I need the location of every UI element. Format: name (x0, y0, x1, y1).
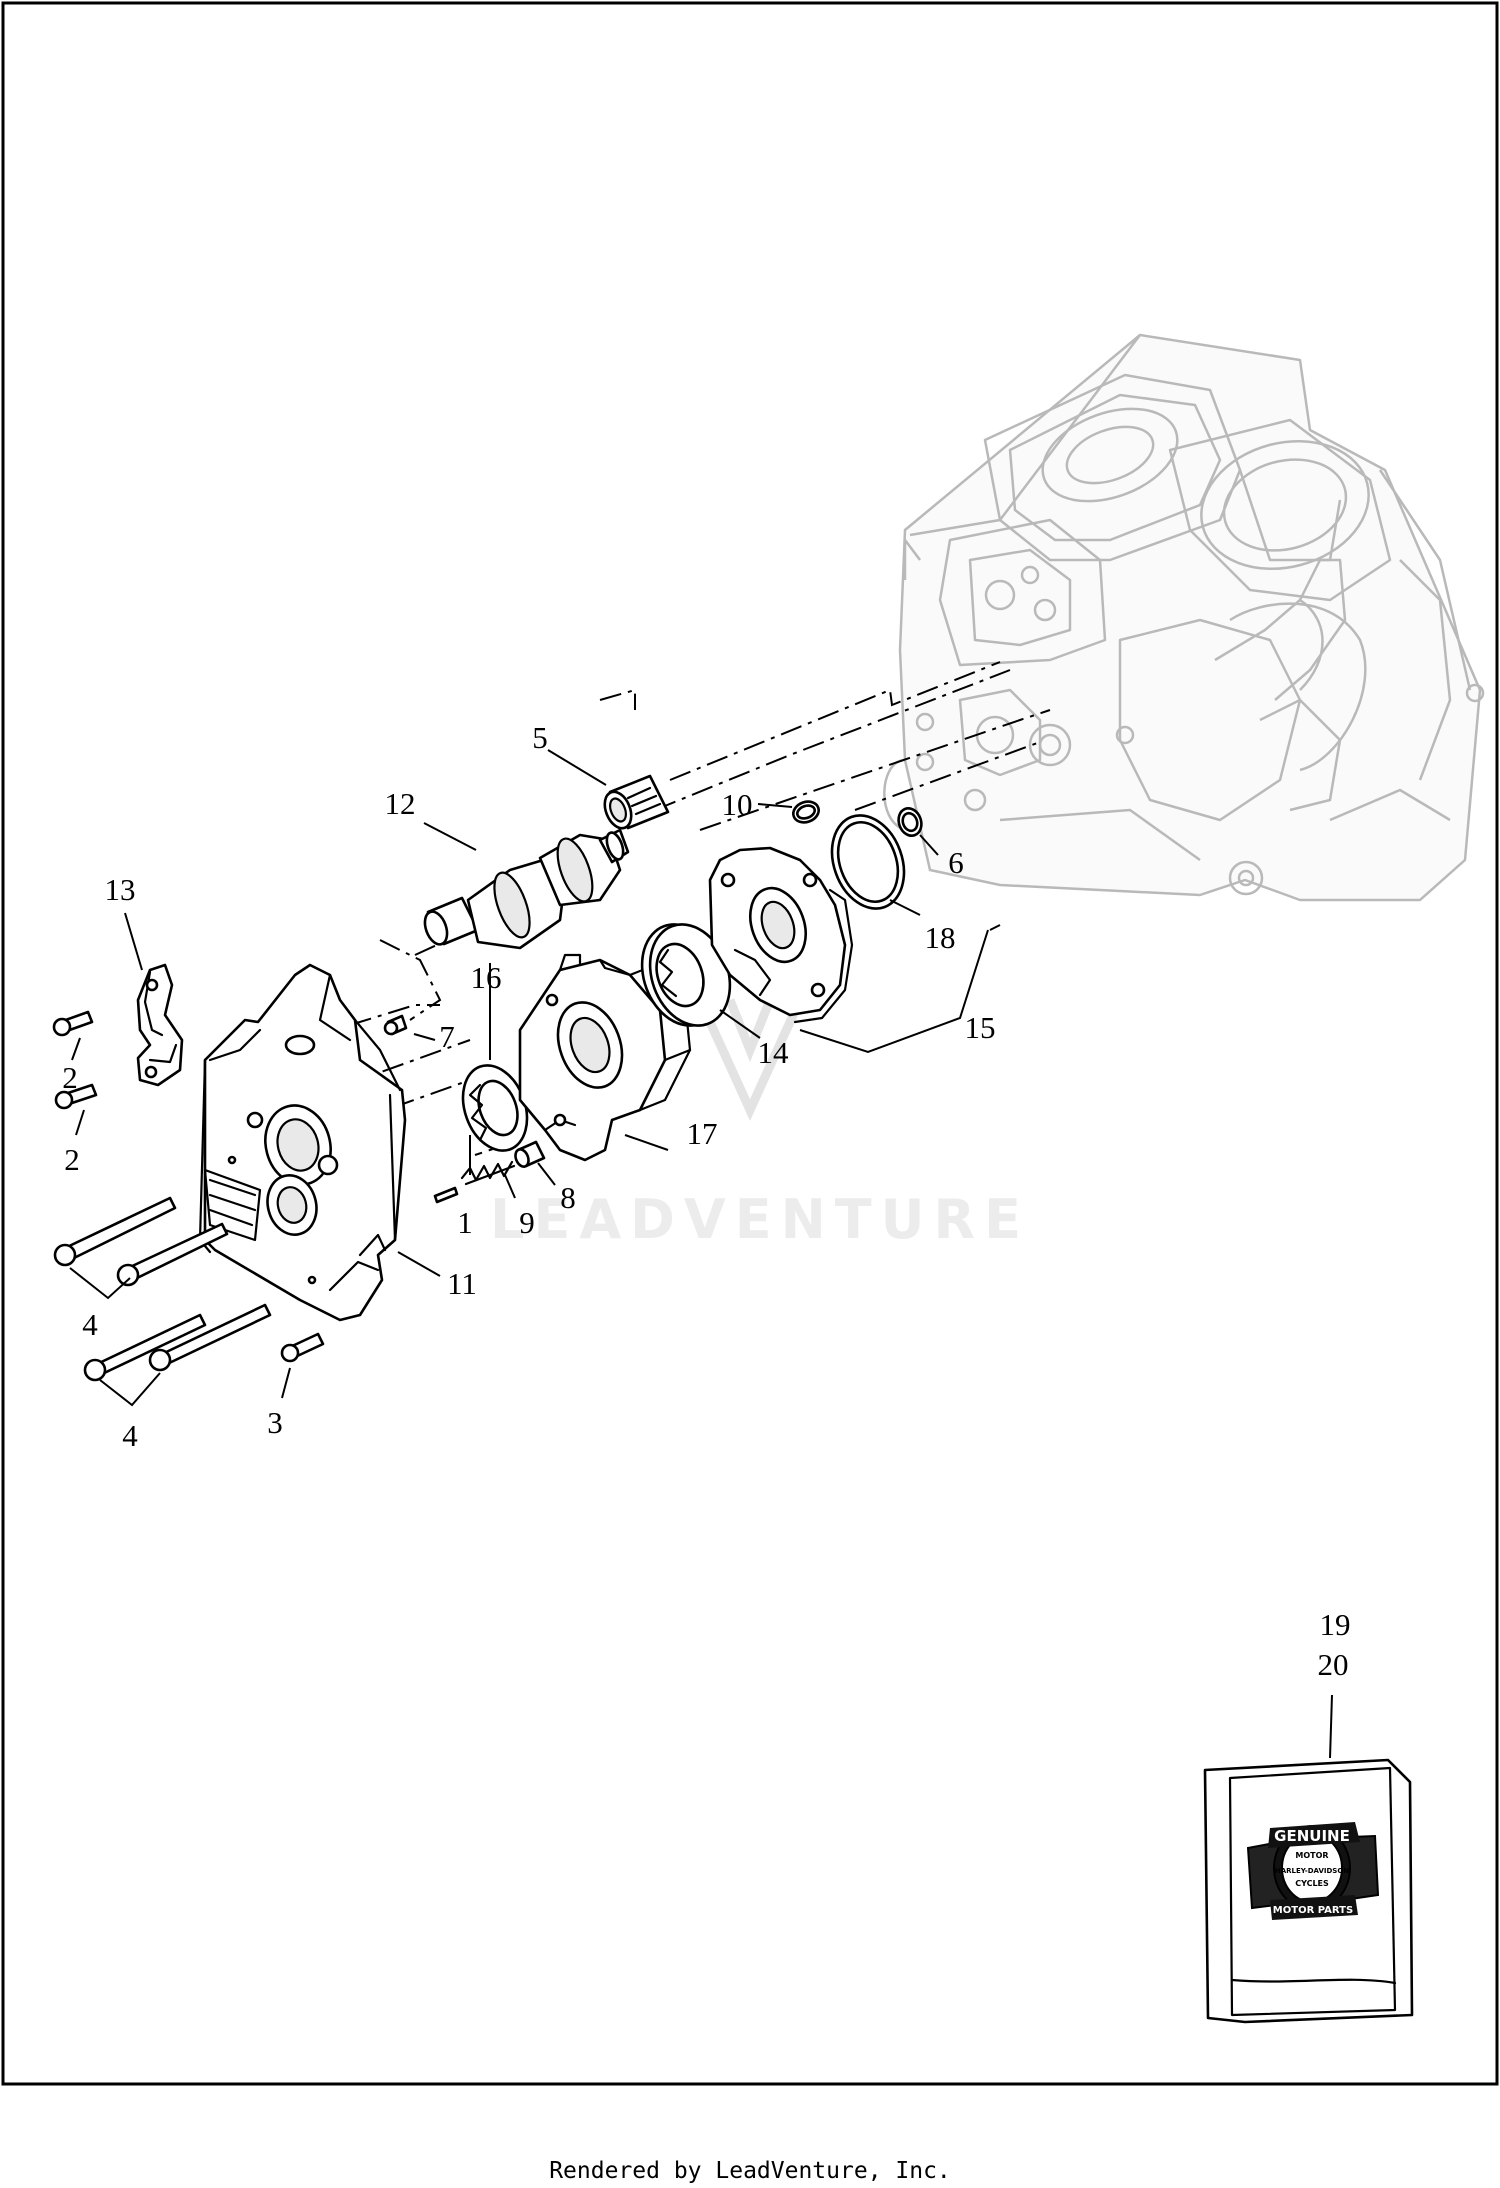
callout-10: 10 (722, 787, 753, 822)
callout-7: 7 (439, 1019, 455, 1054)
callout-3: 3 (267, 1405, 283, 1440)
part-13-bracket (136, 963, 184, 1087)
harley-davidson-logo: GENUINE MOTOR HARLEY-DAVIDSON CYCLES MOT… (1246, 1822, 1380, 1920)
callout-4: 4 (82, 1307, 98, 1342)
diagram-frame (1, 1, 1499, 2086)
part-11-cam-plate (198, 963, 407, 1322)
leader-lines (69, 749, 1333, 1759)
part-5-bearing (603, 774, 670, 830)
callout-12: 12 (385, 786, 416, 821)
part-14-gerotor-outer (640, 923, 732, 1027)
callout-9: 9 (519, 1205, 535, 1240)
part-3-screw (280, 1332, 325, 1363)
logo-harley-davidson: HARLEY-DAVIDSON (1275, 1867, 1349, 1875)
callout-labels: 1 2 2 3 4 4 5 6 7 8 9 10 11 12 13 14 15 … (62, 720, 1350, 1682)
logo-motor-parts: MOTOR PARTS (1273, 1905, 1353, 1916)
callout-20: 20 (1318, 1647, 1349, 1682)
part-17-oil-pump (518, 953, 692, 1162)
rendered-by-footer: Rendered by LeadVenture, Inc. (549, 2158, 951, 2184)
callout-17: 17 (687, 1116, 718, 1151)
callout-2: 2 (62, 1060, 78, 1095)
part-7-dowel (383, 1014, 408, 1036)
watermark-text: LEADVENTURE (490, 1188, 1030, 1251)
callout-6: 6 (948, 845, 964, 880)
part-16-gerotor-inner (461, 1064, 529, 1152)
part-2-screws (52, 1010, 98, 1110)
callout-1: 1 (457, 1205, 473, 1240)
callout-8: 8 (560, 1180, 576, 1215)
part-8-valve (514, 1140, 546, 1168)
callout-4-lower: 4 (122, 1418, 138, 1453)
part-10-oring (792, 800, 820, 824)
part-15-housing (708, 846, 854, 1024)
part-6-oring (897, 807, 923, 837)
leadventure-watermark: LEADVENTURE (490, 998, 1030, 1251)
callout-19: 19 (1320, 1607, 1351, 1642)
callout-16: 16 (471, 960, 502, 995)
crankcase-ghost (883, 333, 1485, 902)
callout-15: 15 (965, 1010, 996, 1045)
genuine-parts-kit-box: GENUINE MOTOR HARLEY-DAVIDSON CYCLES MOT… (1203, 1758, 1414, 2024)
callout-5: 5 (532, 720, 548, 755)
callout-11: 11 (447, 1266, 477, 1301)
logo-cycles: CYCLES (1295, 1879, 1329, 1888)
callout-13: 13 (105, 872, 136, 907)
callout-14: 14 (758, 1035, 790, 1070)
callout-18: 18 (925, 920, 956, 955)
callout-2-lower: 2 (64, 1142, 80, 1177)
part-12-camshaft (423, 828, 630, 950)
part-4-bolts (53, 1196, 272, 1382)
logo-motor: MOTOR (1295, 1851, 1328, 1860)
part-1-pin (433, 1186, 459, 1204)
logo-genuine: GENUINE (1274, 1827, 1350, 1845)
part-18-seal-ring (830, 814, 906, 910)
